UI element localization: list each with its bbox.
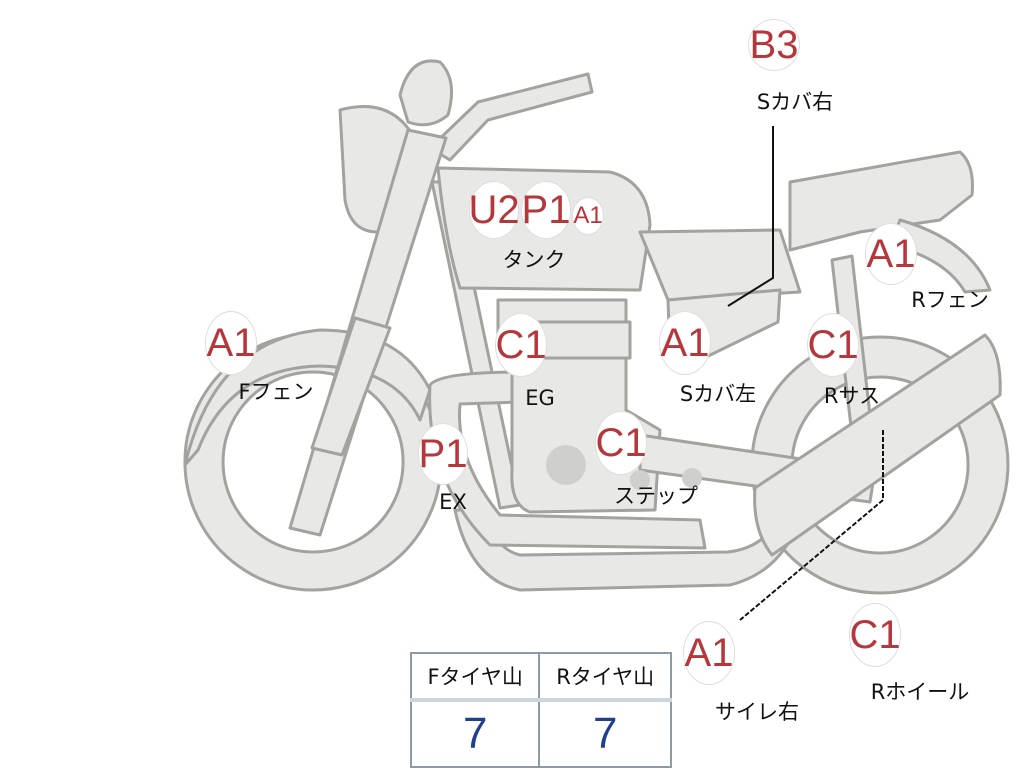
part-label-rear-suspension: Rサス: [823, 384, 881, 408]
grade-badge-a1-rfen[interactable]: A1: [866, 224, 916, 284]
grade-badge-c1-rwheel[interactable]: C1: [849, 604, 901, 666]
leader-line-muffler: [739, 430, 884, 621]
handlebar: [428, 72, 594, 162]
grade-badge-a1-ffen[interactable]: A1: [206, 312, 256, 374]
mirror: [398, 59, 454, 127]
engine-cover-detail: [546, 445, 586, 485]
grade-badge-p1-tank[interactable]: P1: [522, 182, 570, 238]
side-panel: [638, 228, 802, 302]
tire-tread-value-row: 7 7: [409, 699, 672, 768]
grade-badge-c1-eg[interactable]: C1: [495, 314, 547, 376]
leader-line-b3: [727, 126, 774, 307]
part-label-tank: タンク: [502, 248, 566, 272]
front-tire-header: Fタイヤ山: [409, 652, 541, 702]
tire-tread-table: Fタイヤ山 Rタイヤ山 7 7: [409, 652, 672, 768]
part-label-step: ステップ: [614, 484, 698, 508]
rear-tire-header: Rタイヤ山: [538, 652, 672, 702]
part-label-rear-wheel: Rホイール: [870, 680, 970, 704]
grade-badge-a1-scov-l[interactable]: A1: [660, 312, 710, 374]
grade-badge-p1-ex[interactable]: P1: [419, 424, 467, 484]
part-label-rear-fender: Rフェン: [911, 288, 989, 312]
part-label-side-cover-left: Sカバ左: [679, 382, 757, 406]
rear-tire-value[interactable]: 7: [538, 699, 672, 768]
grade-badge-a1-muffler[interactable]: A1: [684, 622, 734, 684]
fork-tube: [310, 316, 392, 457]
part-label-engine: EG: [525, 386, 555, 410]
footpeg-left: [630, 470, 650, 490]
part-label-muffler-right: サイレ右: [715, 700, 799, 724]
part-label-side-cover-right: Sカバ右: [756, 90, 834, 114]
part-label-exhaust: EX: [439, 490, 467, 514]
front-tire-value[interactable]: 7: [409, 699, 541, 768]
grade-badge-c1-rsus[interactable]: C1: [807, 314, 859, 376]
footpeg-right: [682, 468, 702, 488]
grade-badge-a1-tank[interactable]: A1: [573, 198, 603, 234]
part-label-front-fender: Fフェン: [238, 380, 314, 404]
grade-badge-c1-step[interactable]: C1: [595, 412, 647, 474]
grade-badge-b3[interactable]: B3: [749, 20, 799, 70]
grade-badge-u2[interactable]: U2: [468, 182, 520, 238]
muffler: [753, 333, 1002, 557]
tire-tread-header-row: Fタイヤ山 Rタイヤ山: [409, 652, 672, 702]
